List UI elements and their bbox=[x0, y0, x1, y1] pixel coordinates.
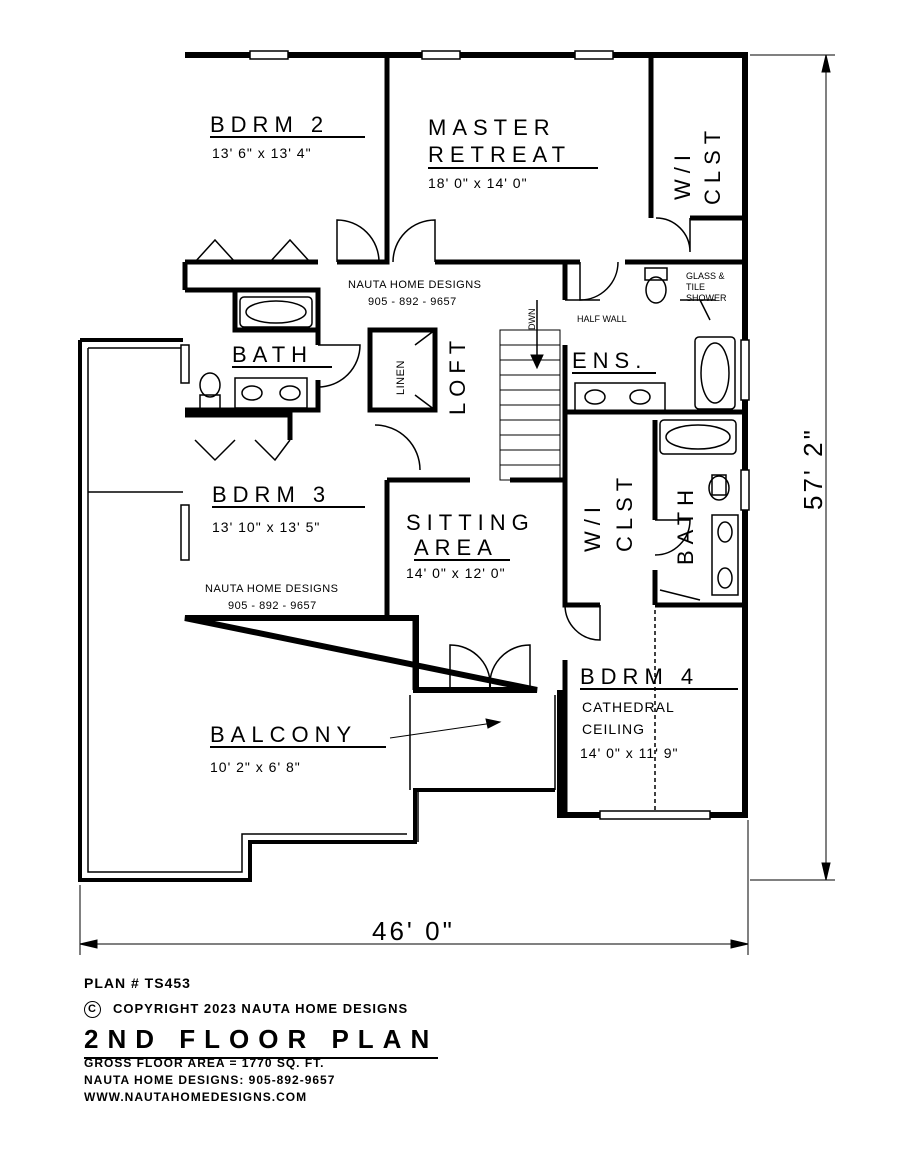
bdrm4-dims: 14' 0" x 11' 9" bbox=[580, 745, 679, 761]
fixtures bbox=[199, 267, 739, 810]
depth-dimension: 57' 2" bbox=[798, 427, 828, 510]
plan-title: 2ND FLOOR PLAN bbox=[84, 1024, 439, 1059]
shower-label-1: GLASS & bbox=[686, 271, 725, 281]
wic-top-label-1: W/I bbox=[670, 149, 695, 200]
gross-floor-area: GROSS FLOOR AREA = 1770 SQ. FT. bbox=[84, 1056, 325, 1070]
balcony-label: BALCONY bbox=[210, 722, 357, 747]
bath2-label: BATH bbox=[673, 484, 698, 565]
ens-label: ENS. bbox=[572, 348, 647, 373]
wic-top-label-2: CLST bbox=[700, 125, 725, 205]
door-swings bbox=[194, 217, 701, 691]
linen-label: LINEN bbox=[395, 360, 407, 395]
website-link[interactable]: WWW.NAUTAHOMEDESIGNS.COM bbox=[84, 1090, 308, 1104]
balcony-outline bbox=[78, 338, 556, 882]
shower-label-2: TILE bbox=[686, 282, 705, 292]
sitting-dims: 14' 0" x 12' 0" bbox=[406, 565, 506, 581]
balcony-dims: 10' 2" x 6' 8" bbox=[210, 759, 301, 775]
windows bbox=[180, 50, 750, 820]
watermark-1-line2: 905 - 892 - 9657 bbox=[368, 296, 457, 308]
contact-phone: NAUTA HOME DESIGNS: 905-892-9657 bbox=[84, 1073, 336, 1087]
wic-mid-label-1: W/I bbox=[580, 501, 605, 552]
down-label: DWN bbox=[527, 309, 537, 331]
master-label-2: RETREAT bbox=[428, 142, 571, 167]
bdrm2-dims: 13' 6" x 13' 4" bbox=[212, 145, 312, 161]
bdrm3-dims: 13' 10" x 13' 5" bbox=[212, 519, 320, 535]
bdrm2-label: BDRM 2 bbox=[210, 112, 329, 137]
width-dimension: 46' 0" bbox=[372, 916, 455, 946]
interior-walls bbox=[182, 55, 745, 815]
master-label-1: MASTER bbox=[428, 115, 556, 140]
half-wall-label: HALF WALL bbox=[577, 314, 627, 324]
bdrm4-line1: CATHEDRAL bbox=[582, 699, 675, 715]
wic-mid-label-2: CLST bbox=[612, 472, 637, 552]
copyright-icon: C bbox=[84, 1001, 101, 1019]
bdrm3-label: BDRM 3 bbox=[212, 482, 331, 507]
copyright-text: COPYRIGHT 2023 NAUTA HOME DESIGNS bbox=[113, 1001, 409, 1016]
sitting-label-1: SITTING bbox=[406, 510, 535, 535]
dimension-lines bbox=[79, 54, 835, 955]
sitting-label-2: AREA bbox=[414, 535, 498, 560]
plan-number: PLAN # TS453 bbox=[84, 975, 191, 991]
staircase bbox=[499, 300, 561, 481]
watermark-1-line1: NAUTA HOME DESIGNS bbox=[348, 279, 481, 291]
copyright-line: C COPYRIGHT 2023 NAUTA HOME DESIGNS bbox=[84, 1001, 409, 1019]
shower-label-3: SHOWER bbox=[686, 293, 727, 303]
master-dims: 18' 0" x 14' 0" bbox=[428, 175, 528, 191]
room-labels: BDRM 2 13' 6" x 13' 4" MASTER RETREAT 18… bbox=[205, 112, 828, 946]
watermark-2-line2: 905 - 892 - 9657 bbox=[228, 600, 317, 612]
bdrm4-label: BDRM 4 bbox=[580, 664, 699, 689]
bath1-label: BATH bbox=[232, 342, 313, 367]
watermark-2-line1: NAUTA HOME DESIGNS bbox=[205, 583, 338, 595]
bdrm4-line2: CEILING bbox=[582, 721, 645, 737]
loft-label: LOFT bbox=[445, 335, 470, 415]
